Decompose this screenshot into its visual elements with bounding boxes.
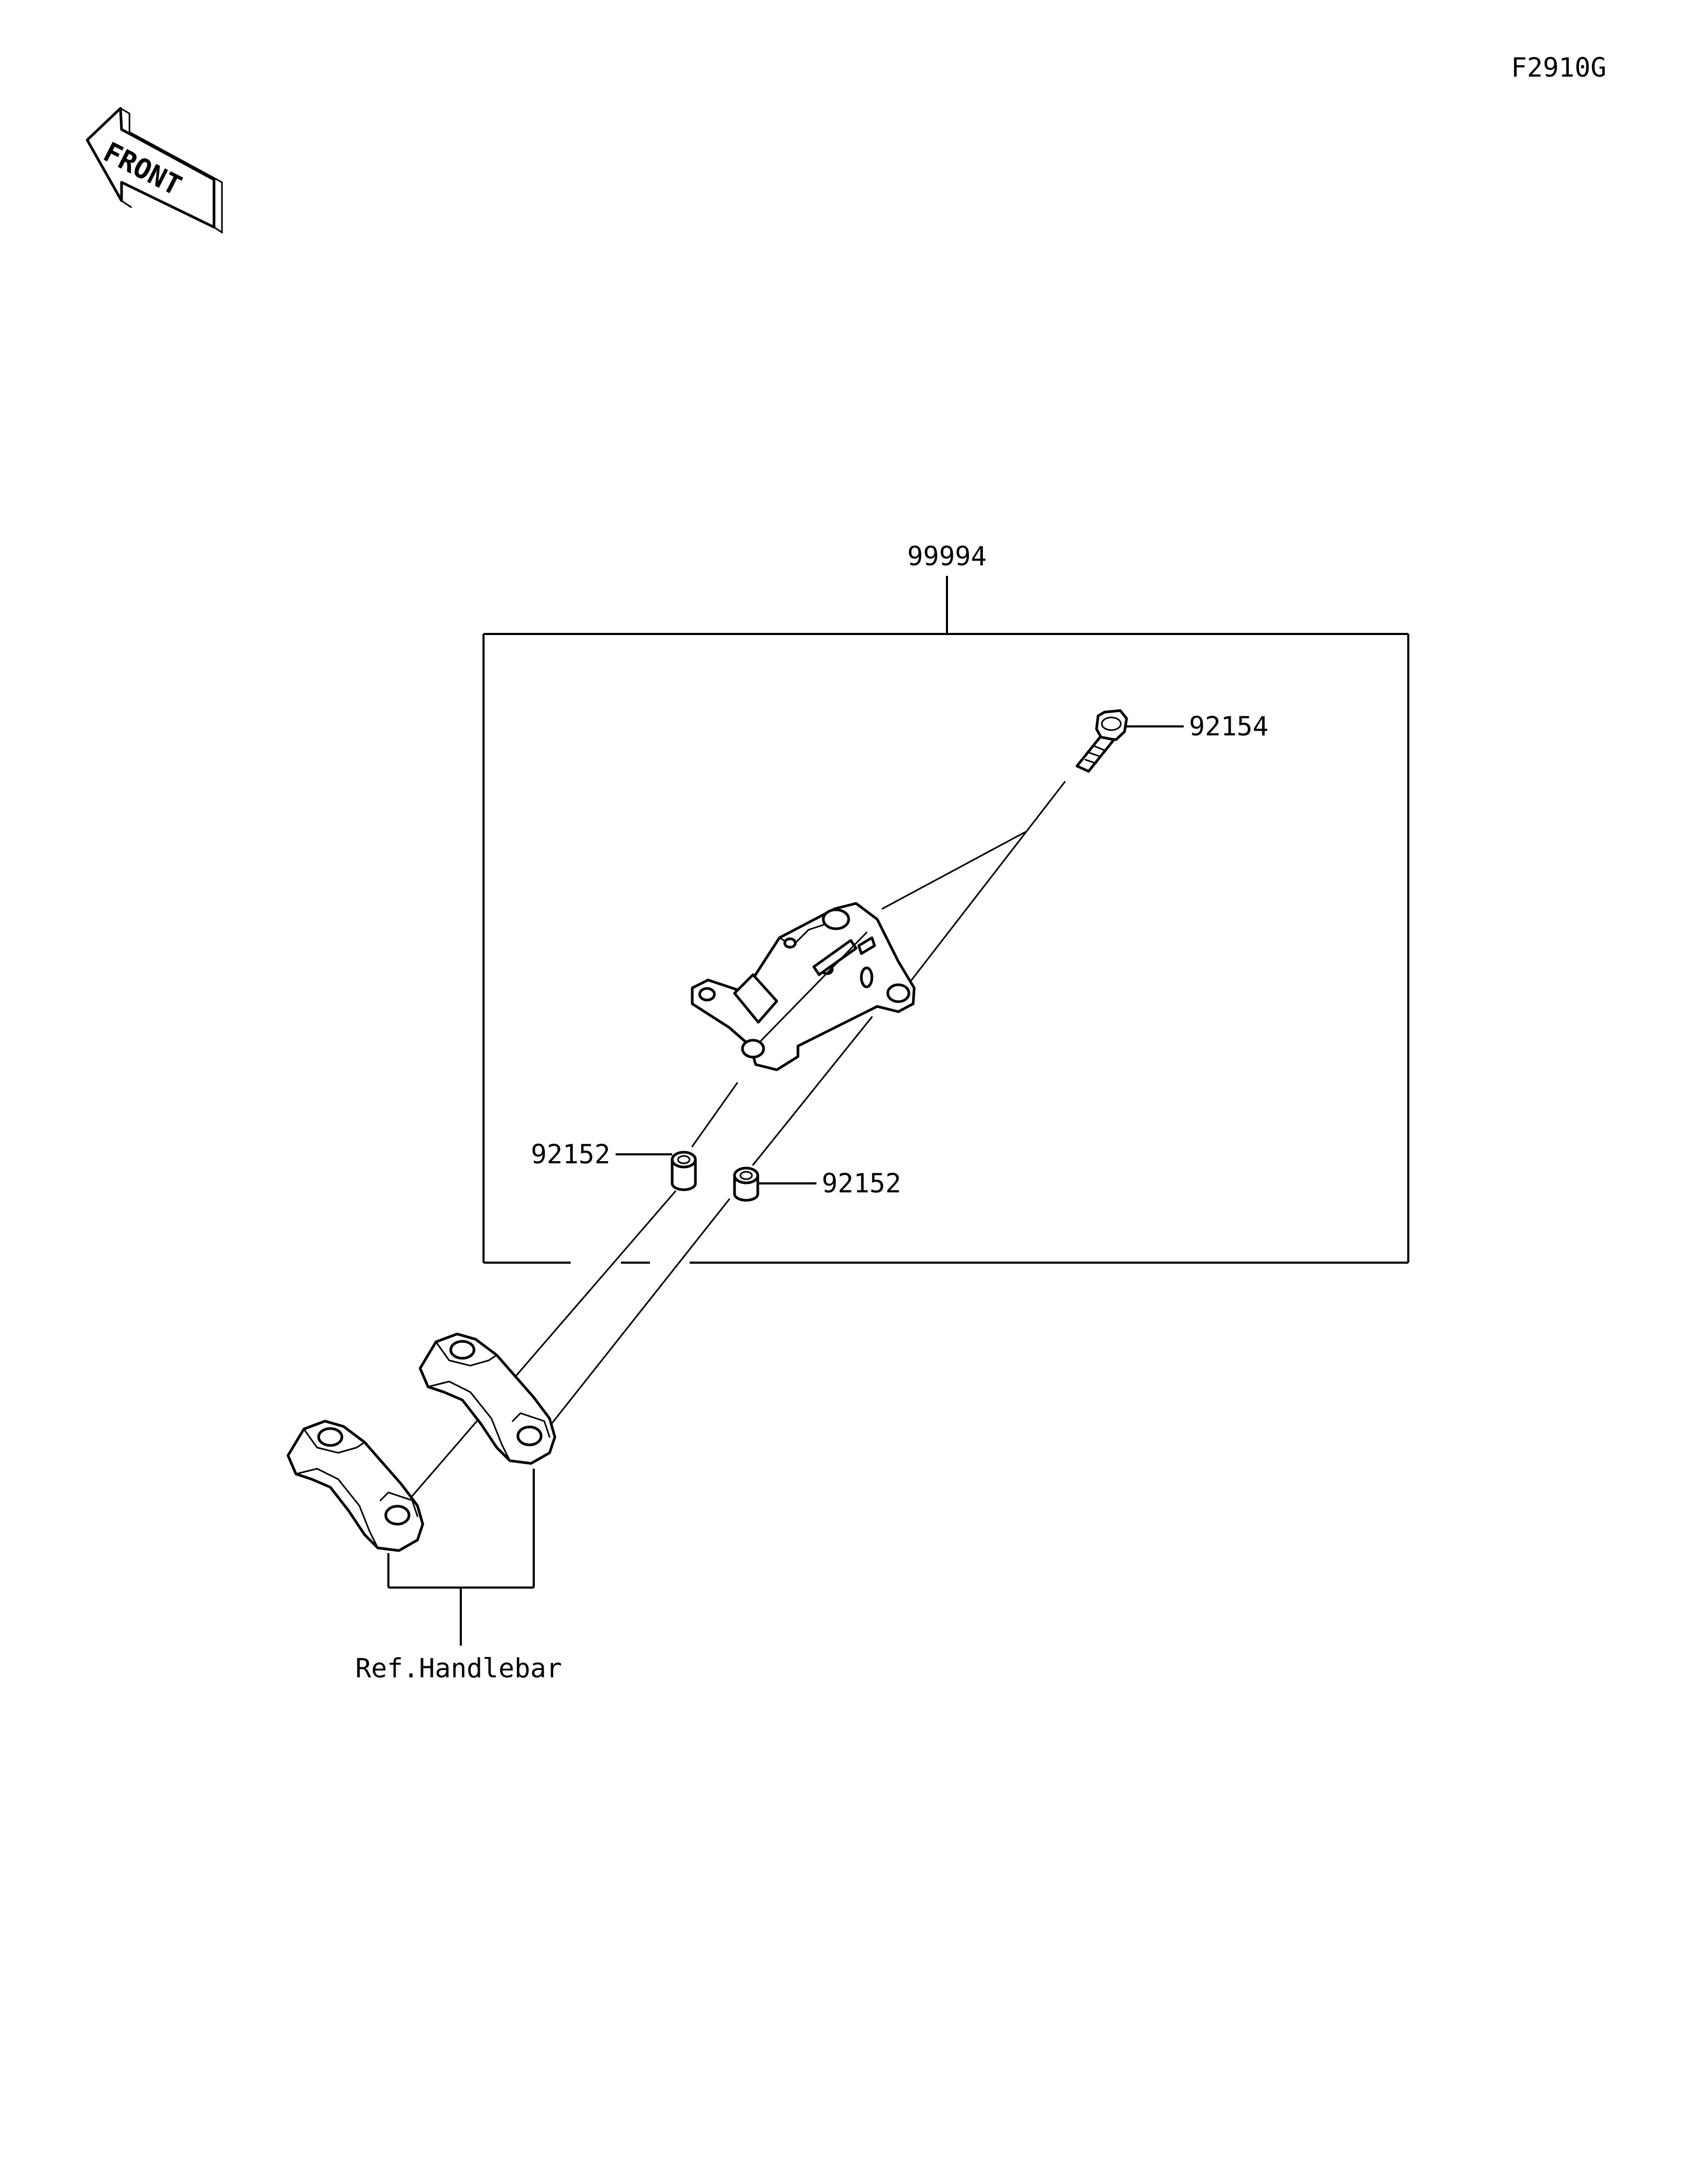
collar-left-part <box>671 1151 697 1191</box>
part-label-92154: 92154 <box>1189 711 1269 742</box>
handlebar-clamp-right <box>419 1332 556 1465</box>
part-label-92152-left: 92152 <box>531 1139 610 1170</box>
reference-bracket <box>387 1469 535 1646</box>
part-label-92152-right: 92152 <box>822 1168 902 1199</box>
kit-box <box>482 633 1409 1264</box>
bracket-part <box>691 902 916 1071</box>
reference-label: Ref.Handlebar <box>355 1653 562 1684</box>
figure-code: F2910G <box>1511 52 1606 83</box>
part-label-99994: 99994 <box>907 541 987 572</box>
bolt-part <box>1075 709 1128 773</box>
front-arrow-icon: FRONT <box>86 107 223 234</box>
handlebar-clamp-left <box>286 1420 424 1552</box>
collar-right-part <box>733 1166 759 1202</box>
assembly-lines <box>401 781 1066 1509</box>
